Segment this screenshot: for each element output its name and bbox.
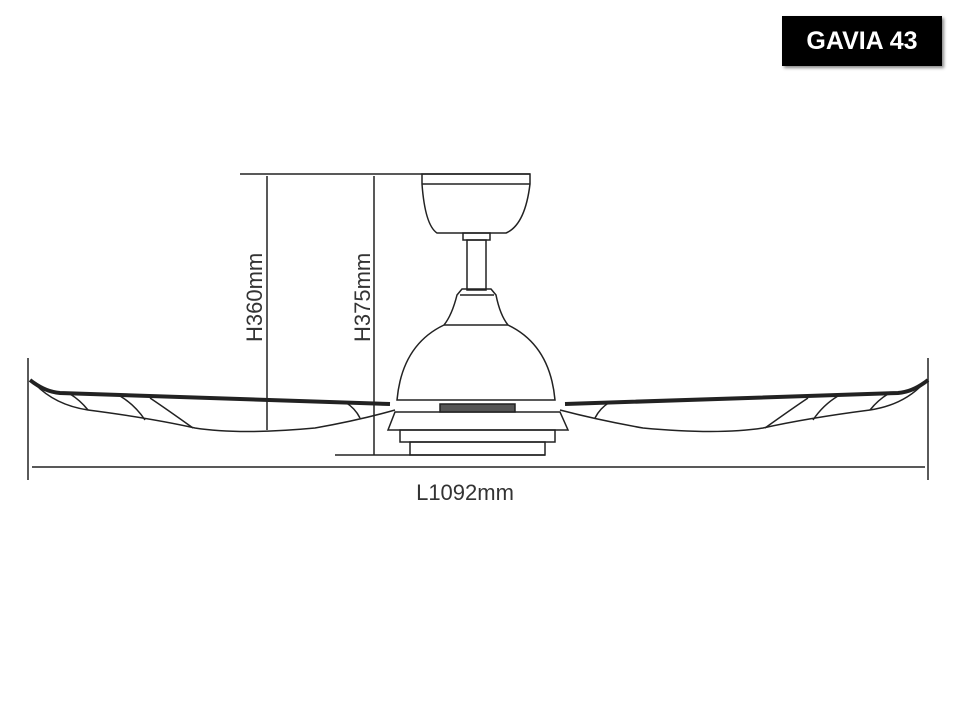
dimension-lines bbox=[27, 173, 929, 480]
motor-housing bbox=[396, 288, 556, 401]
blade-right bbox=[559, 378, 930, 433]
length-label: L1092mm bbox=[416, 480, 514, 505]
light-kit bbox=[386, 403, 570, 456]
height-total-label: H375mm bbox=[350, 253, 375, 342]
blade-left bbox=[28, 378, 396, 433]
height-blade-label: H360mm bbox=[242, 253, 267, 342]
model-title: GAVIA 43 bbox=[782, 16, 942, 66]
canopy bbox=[421, 173, 531, 234]
downrod bbox=[462, 232, 491, 291]
